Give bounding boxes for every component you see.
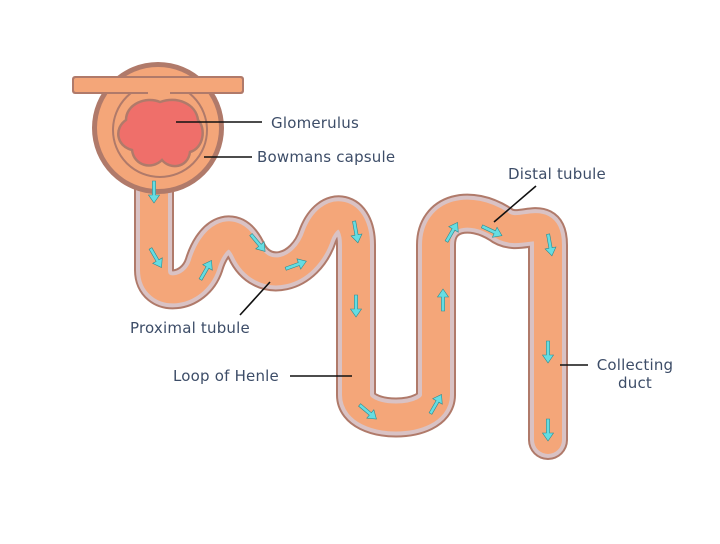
label-distal-tubule: Distal tubule bbox=[508, 165, 606, 183]
flow-arrow-10 bbox=[436, 288, 450, 312]
flow-arrow-11 bbox=[444, 222, 459, 243]
flow-arrow-14 bbox=[541, 340, 555, 364]
glomerulus-tuft bbox=[117, 98, 204, 168]
leader-lines bbox=[176, 121, 588, 377]
distal-tubule-leader-line bbox=[493, 185, 537, 223]
flow-arrows bbox=[147, 180, 557, 442]
label-collecting-duct: Collecting duct bbox=[590, 356, 680, 392]
label-bowmans-capsule: Bowmans capsule bbox=[257, 148, 396, 166]
flow-arrow-9 bbox=[428, 394, 443, 415]
flow-arrow-4 bbox=[249, 233, 266, 252]
label-collecting-duct-line1: Collecting bbox=[596, 356, 674, 374]
flow-arrow-5 bbox=[284, 258, 307, 271]
label-proximal-tubule: Proximal tubule bbox=[130, 319, 250, 337]
label-glomerulus: Glomerulus bbox=[271, 114, 359, 132]
proximal-tubule-leader-line bbox=[239, 281, 271, 316]
flow-arrow-3 bbox=[198, 260, 213, 281]
flow-arrow-12 bbox=[480, 224, 503, 238]
flow-arrow-6 bbox=[350, 220, 363, 244]
glomerulus-shape bbox=[117, 98, 204, 168]
flow-arrow-15 bbox=[541, 418, 555, 442]
vessel-bar-fill bbox=[74, 78, 242, 92]
label-collecting-duct-line2: duct bbox=[618, 374, 652, 392]
flow-arrow-1 bbox=[147, 180, 161, 204]
flow-arrow-2 bbox=[148, 247, 163, 268]
tubule bbox=[134, 135, 568, 460]
flow-arrow-13 bbox=[544, 233, 557, 257]
label-loop-of-henle: Loop of Henle bbox=[173, 367, 279, 385]
flow-arrow-7 bbox=[349, 294, 363, 318]
flow-arrow-8 bbox=[358, 403, 377, 420]
